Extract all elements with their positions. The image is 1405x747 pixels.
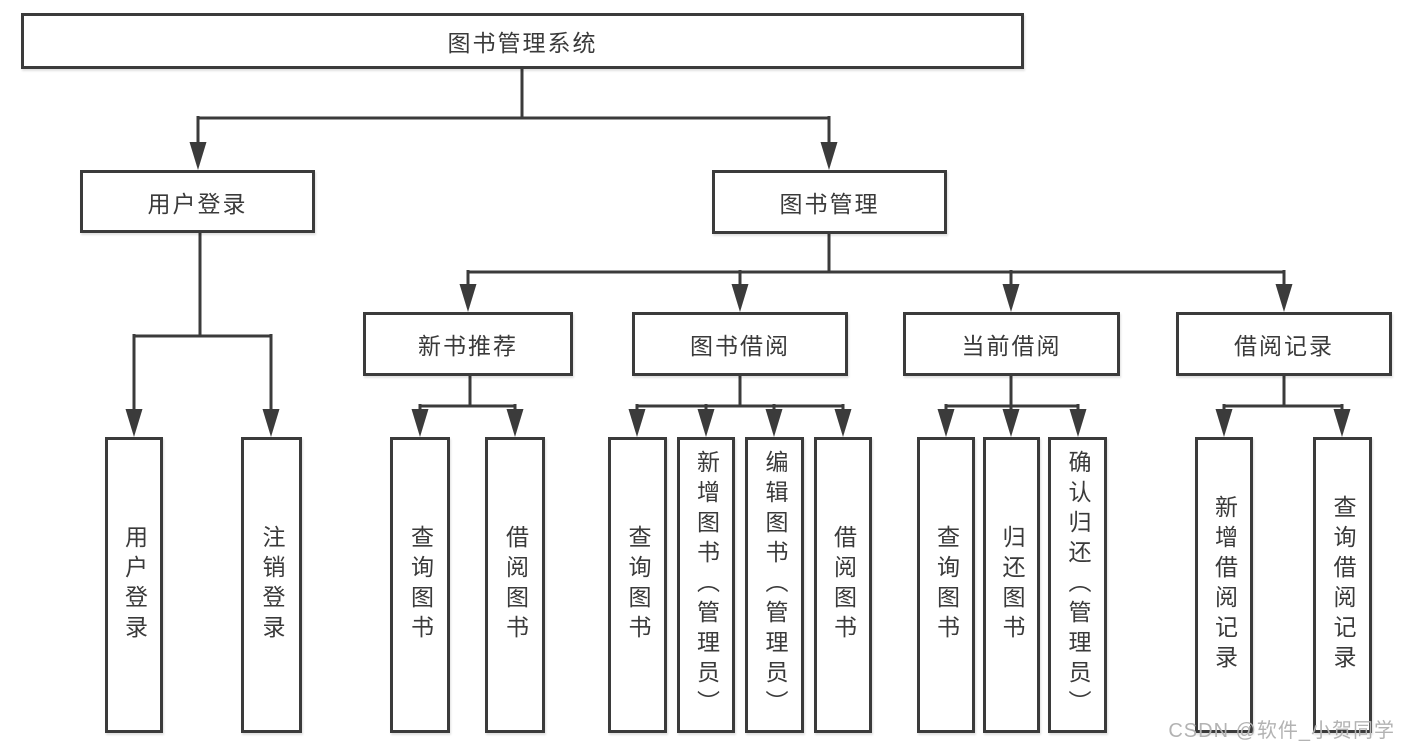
node-leaf-logout: 注销登录 (241, 437, 302, 733)
node-label: 图书管理系统 (447, 30, 598, 56)
node-label: 查询图书 (933, 525, 960, 645)
node-leaf-confirm-return-admin: 确认归还（管理员） (1048, 437, 1107, 733)
node-label: 查询图书 (407, 525, 434, 645)
node-label: 借阅记录 (1234, 333, 1334, 359)
node-label: 查询借阅记录 (1330, 495, 1356, 675)
edge-new-book-to-leaves (411, 376, 524, 437)
node-leaf-add-books-admin: 新增图书（管理员） (677, 437, 735, 733)
node-leaf-query-books: 查询图书 (390, 437, 450, 733)
node-leaf-add-borrow-record: 新增借阅记录 (1195, 437, 1253, 733)
node-leaf-borrow-books: 借阅图书 (485, 437, 545, 733)
node-label: 图书管理 (779, 191, 880, 217)
node-label: 注销登录 (259, 525, 285, 645)
edge-book-borrow-to-leaves (628, 376, 852, 437)
node-leaf-return-books: 归还图书 (983, 437, 1040, 733)
node-label: 归还图书 (999, 525, 1025, 645)
node-current-borrowing: 当前借阅 (903, 312, 1120, 376)
node-leaf-query-books-3: 查询图书 (917, 437, 975, 733)
edge-user-login-to-leaves (125, 233, 280, 437)
node-book-management: 图书管理 (712, 170, 947, 234)
node-leaf-borrow-books-2: 借阅图书 (814, 437, 872, 733)
edge-current-borrow-to-leaves (937, 376, 1087, 437)
node-borrow-records: 借阅记录 (1176, 312, 1392, 376)
node-label: 借阅图书 (830, 525, 857, 645)
node-leaf-query-books-2: 查询图书 (608, 437, 667, 733)
node-label: 新增借阅记录 (1211, 495, 1238, 675)
node-label: 新书推荐 (418, 333, 518, 359)
node-label: 图书借阅 (690, 333, 790, 359)
edge-borrow-record-to-leaves (1215, 376, 1351, 437)
node-label: 当前借阅 (961, 333, 1062, 359)
node-root-library-system: 图书管理系统 (21, 13, 1024, 69)
node-new-book-recommendation: 新书推荐 (363, 312, 573, 376)
node-label: 用户登录 (121, 525, 148, 645)
node-label: 借阅图书 (502, 525, 529, 645)
node-label: 查询图书 (625, 525, 651, 645)
node-label: 确认归还（管理员） (1065, 450, 1091, 720)
edge-book-mgmt-to-level3 (459, 234, 1293, 312)
csdn-watermark: CSDN @软件_小贺同学 (1168, 720, 1395, 742)
node-label: 编辑图书（管理员） (762, 450, 788, 720)
edge-root-to-level2 (189, 69, 838, 170)
node-label: 新增图书（管理员） (693, 450, 720, 720)
node-leaf-query-borrow-record: 查询借阅记录 (1313, 437, 1372, 733)
node-user-login: 用户登录 (80, 170, 315, 233)
node-leaf-user-login: 用户登录 (105, 437, 163, 733)
node-leaf-edit-books-admin: 编辑图书（管理员） (745, 437, 804, 733)
node-label: 用户登录 (147, 190, 248, 217)
node-book-borrowing: 图书借阅 (632, 312, 848, 376)
